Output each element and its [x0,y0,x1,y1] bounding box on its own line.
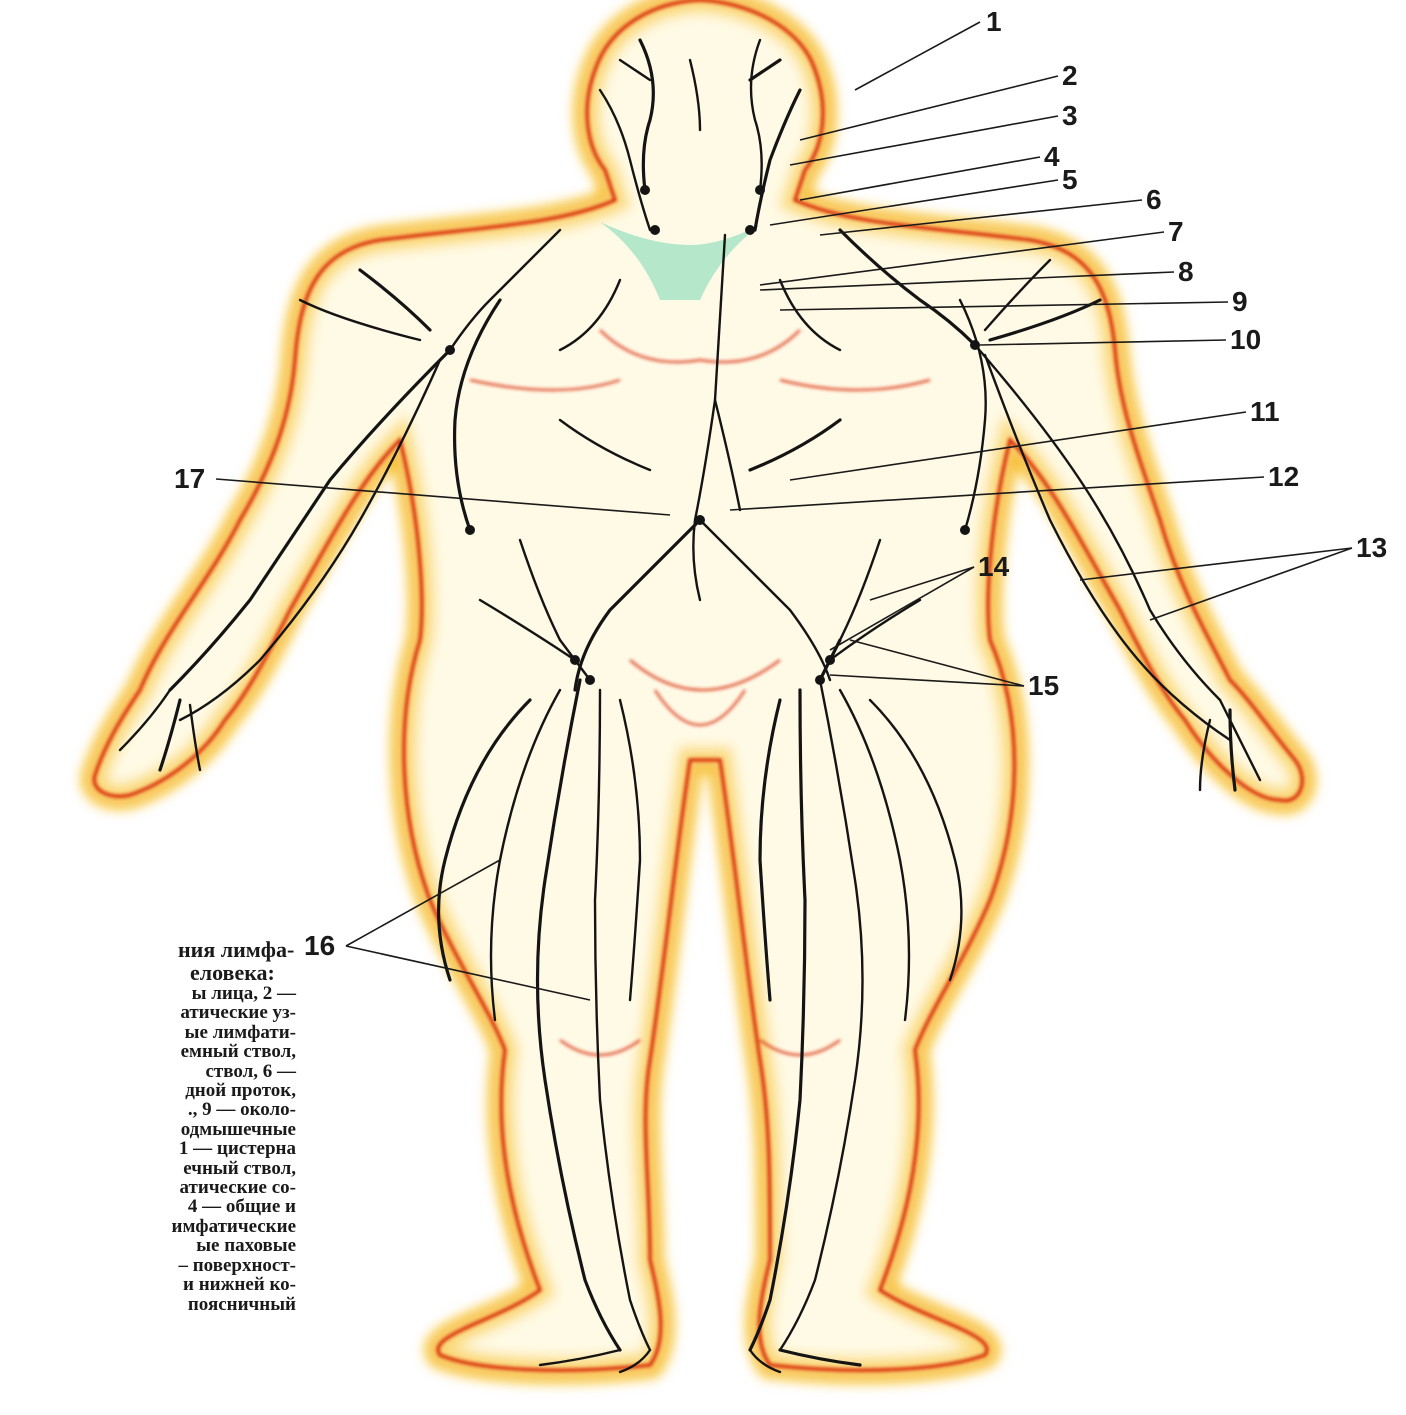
lymph-node [445,345,455,355]
callout-label-17: 17 [174,465,205,493]
lymph-node [465,525,475,535]
caption-body-line: и нижней ко- [0,1275,300,1294]
lymph-node [745,225,755,235]
caption-body-line: ые лимфати- [0,1023,300,1042]
callout-label-8: 8 [1178,258,1194,286]
callout-label-6: 6 [1146,186,1162,214]
callout-label-14: 14 [978,553,1009,581]
callout-label-1: 1 [986,8,1002,36]
caption-body-line: атические со- [0,1178,300,1197]
callout-leader [800,76,1058,140]
caption-body-line: ечный ствол, [0,1159,300,1178]
callout-label-9: 9 [1232,288,1248,316]
caption-title-line: ния лимфа- [178,938,300,961]
callout-label-13: 13 [1356,534,1387,562]
caption-body-line: емный ствол, [0,1042,300,1061]
caption-body-line: имфатические [0,1217,300,1236]
lymph-node [695,515,705,525]
lymph-node [650,225,660,235]
callout-label-12: 12 [1268,463,1299,491]
callout-label-16: 16 [304,932,335,960]
caption-title-line: еловека: [190,961,300,984]
lymph-node [970,340,980,350]
caption-body-line: поясничный [0,1295,300,1314]
lymph-node [640,185,650,195]
caption-body-line: ствол, 6 — [0,1062,300,1081]
callout-leader [800,157,1040,200]
callout-label-5: 5 [1062,166,1078,194]
lymph-node [960,525,970,535]
caption-body-line: ., 9 — около- [0,1100,300,1119]
lymph-node [570,655,580,665]
caption-body-line: дной проток, [0,1081,300,1100]
callout-label-2: 2 [1062,62,1078,90]
callout-label-3: 3 [1062,102,1078,130]
lymph-node [825,655,835,665]
callout-label-15: 15 [1028,672,1059,700]
callout-label-4: 4 [1044,143,1060,171]
callout-leader [855,22,980,90]
lymph-node [585,675,595,685]
caption-body-line: атические уз- [0,1003,300,1022]
callout-label-11: 11 [1250,398,1280,426]
lymph-node [815,675,825,685]
figure-caption: ния лимфа- еловека: ы лица, 2 — атически… [0,938,300,1314]
caption-body-line: ые паховые [0,1236,300,1255]
callout-label-7: 7 [1168,218,1184,246]
caption-body-line: одмышечные [0,1120,300,1139]
caption-body-line: 4 — общие и [0,1197,300,1216]
caption-body-line: 1 — цистерна [0,1139,300,1158]
lymph-node [755,185,765,195]
caption-body-line: – поверхност- [0,1256,300,1275]
caption-body-line: ы лица, 2 — [0,984,300,1003]
callout-label-10: 10 [1230,326,1261,354]
